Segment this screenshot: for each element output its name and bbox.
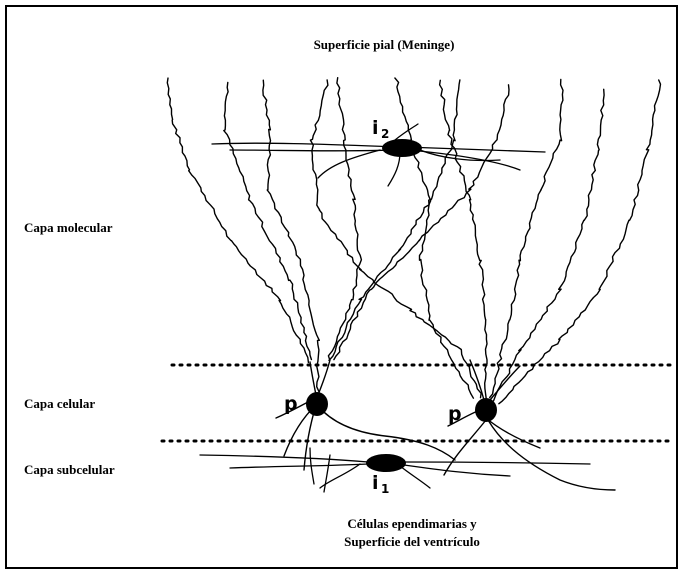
dendrite-right-3 xyxy=(440,80,487,398)
p-left-cell-body xyxy=(306,392,328,416)
dendrite-left-2 xyxy=(224,82,312,359)
i1-cell-body xyxy=(366,454,406,472)
p-right-label: p xyxy=(448,403,462,425)
i2-cell-body xyxy=(382,139,422,157)
p-right-processes xyxy=(444,360,615,490)
dendrite-left-1 xyxy=(167,78,308,362)
p-left-processes xyxy=(276,360,455,470)
i2-label: i xyxy=(372,117,379,139)
i1-subscript: 1 xyxy=(381,482,389,496)
i1-label: i xyxy=(372,472,379,494)
dendrite-right-6 xyxy=(499,80,661,404)
p-right-cell-body xyxy=(475,398,497,422)
p-left-label: p xyxy=(284,393,298,415)
dendrite-right-5 xyxy=(494,89,604,400)
i2-subscript: 2 xyxy=(381,127,389,141)
dendrite-left-3 xyxy=(263,80,319,391)
